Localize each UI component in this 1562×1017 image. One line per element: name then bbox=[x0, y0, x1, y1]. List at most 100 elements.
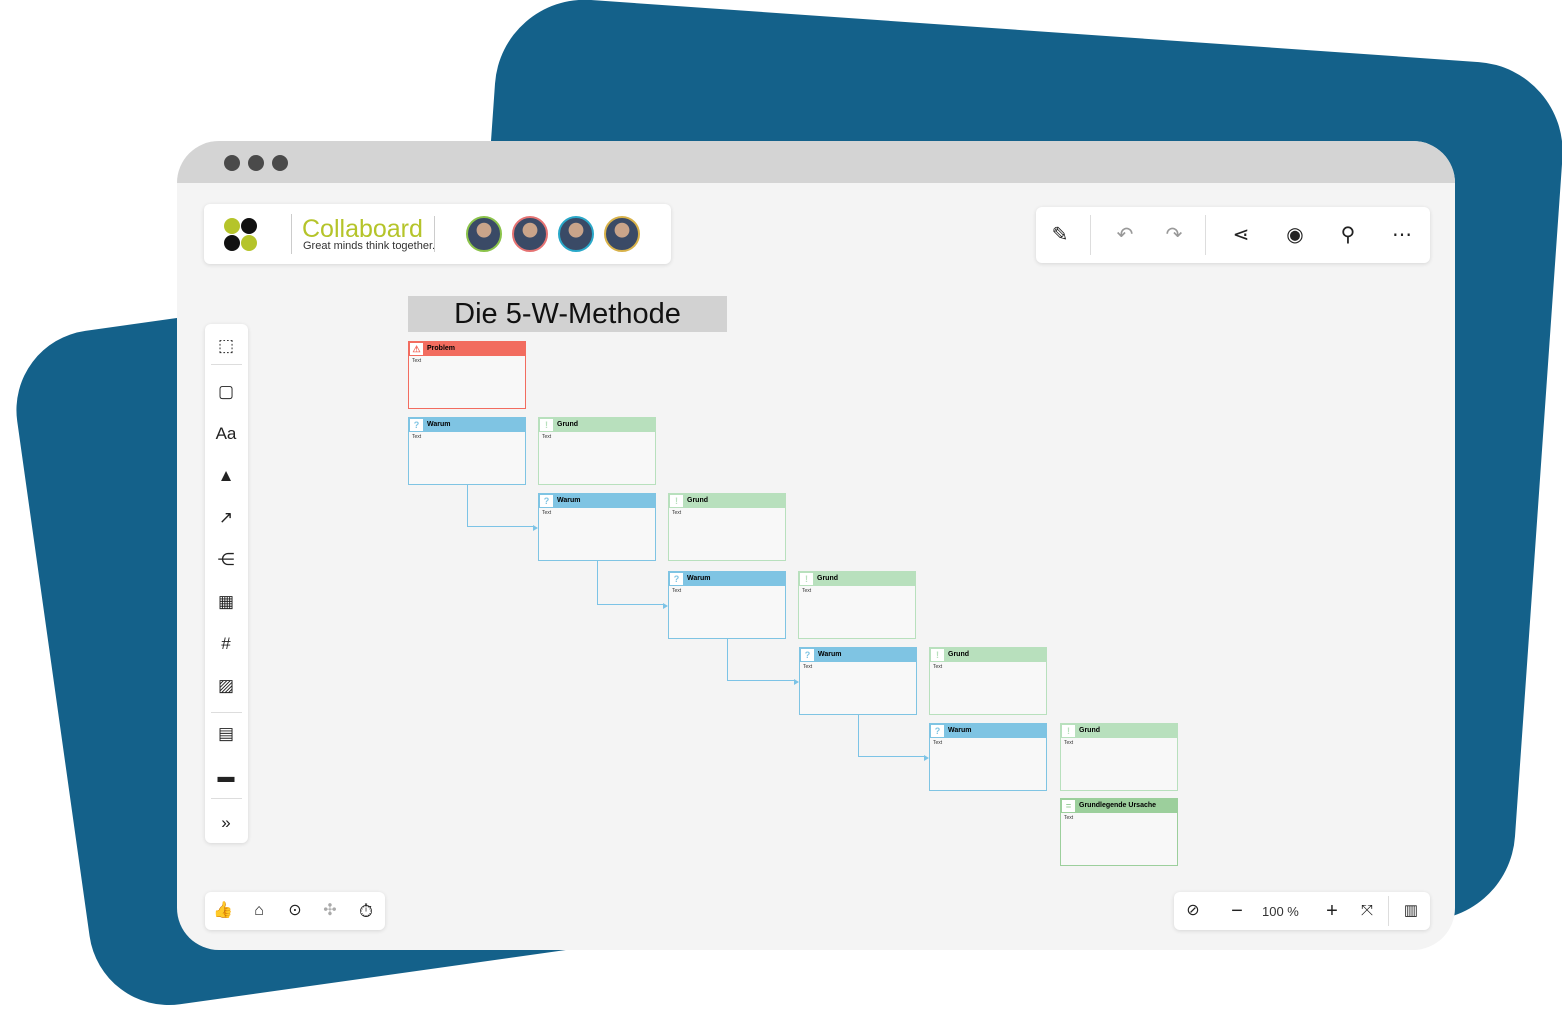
card-text[interactable]: Text bbox=[802, 588, 812, 594]
card-label: Grund bbox=[948, 651, 969, 658]
card-header: !Grund bbox=[539, 418, 655, 432]
compass-icon[interactable]: ⊘ bbox=[1186, 902, 1200, 919]
card-header: ⚠Problem bbox=[409, 342, 525, 356]
frame-icon[interactable]: # bbox=[221, 634, 231, 653]
card-header: ?Warum bbox=[930, 724, 1046, 738]
redo-icon[interactable]: ↷ bbox=[1165, 224, 1183, 246]
grund-symbol-icon: ! bbox=[800, 573, 813, 585]
table-icon[interactable]: ▦ bbox=[217, 592, 235, 611]
focus-icon[interactable]: ⊙ bbox=[288, 902, 302, 919]
card-text[interactable]: Text bbox=[933, 740, 943, 746]
attention-icon[interactable]: ✣ bbox=[323, 902, 337, 919]
title-bar bbox=[177, 141, 1455, 183]
card-text[interactable]: Text bbox=[933, 664, 943, 670]
card-text[interactable]: Text bbox=[803, 664, 813, 670]
window-dot[interactable] bbox=[248, 155, 264, 171]
canvas-title[interactable]: Die 5-W-Methode bbox=[408, 296, 727, 332]
select-frame-icon[interactable]: ⬚ bbox=[217, 336, 235, 355]
sticky-note-icon[interactable]: ▢ bbox=[217, 382, 235, 401]
text-icon[interactable]: Aa bbox=[215, 424, 237, 443]
card-text[interactable]: Text bbox=[542, 510, 552, 516]
card-header: ? Warum bbox=[539, 494, 655, 508]
top-toolbar: ✎ ↶ ↷ ⋖ ◉ ⚲ ⋯ bbox=[1036, 207, 1430, 263]
zoom-out-icon[interactable]: − bbox=[1231, 900, 1243, 922]
card-text[interactable]: Text bbox=[412, 434, 422, 440]
window-dot[interactable] bbox=[224, 155, 240, 171]
card-label: Warum bbox=[427, 421, 451, 428]
card-text[interactable]: Text bbox=[1064, 740, 1074, 746]
brand-name: Collaboard bbox=[302, 215, 423, 243]
card-header: ? Warum bbox=[800, 648, 916, 662]
warum-symbol-icon: ? bbox=[670, 573, 683, 585]
follow-user-icon[interactable]: ◉ bbox=[1286, 224, 1304, 246]
comment-icon[interactable]: ▬ bbox=[217, 767, 235, 786]
arrowhead-icon bbox=[663, 602, 668, 609]
card-label: Grund bbox=[1079, 727, 1100, 734]
presentation-icon[interactable]: ⌂ bbox=[254, 902, 264, 919]
zoom-in-icon[interactable]: + bbox=[1326, 900, 1338, 922]
connector-line[interactable] bbox=[467, 485, 534, 527]
card-label: Warum bbox=[557, 497, 581, 504]
window-dot[interactable] bbox=[272, 155, 288, 171]
expand-icon[interactable]: » bbox=[221, 813, 231, 832]
more-icon[interactable]: ⋯ bbox=[1392, 224, 1412, 246]
media-icon[interactable]: ▨ bbox=[217, 676, 235, 695]
card-text[interactable]: Text bbox=[412, 358, 422, 364]
warum-symbol-icon: ? bbox=[801, 649, 814, 661]
warum-symbol-icon: ? bbox=[540, 495, 553, 507]
card-label: Grund bbox=[817, 575, 838, 582]
browser-window: Collaboard Great minds think together. ✎… bbox=[177, 141, 1455, 950]
card-label: Grund bbox=[687, 497, 708, 504]
arrowhead-icon bbox=[533, 524, 538, 531]
connector-line[interactable] bbox=[597, 561, 664, 605]
thumbs-up-icon[interactable]: 👍 bbox=[213, 902, 233, 919]
share-icon[interactable]: ⋖ bbox=[1232, 224, 1250, 246]
connector-line[interactable] bbox=[727, 639, 795, 681]
fit-screen-icon[interactable]: ⤧ bbox=[1360, 902, 1373, 919]
card-text[interactable]: Text bbox=[672, 588, 682, 594]
grund-symbol-icon: ! bbox=[1062, 725, 1075, 737]
undo-icon[interactable]: ↶ bbox=[1116, 224, 1134, 246]
card-header: ? Warum bbox=[409, 418, 525, 432]
pen-sparkle-icon[interactable]: ✎ bbox=[1051, 224, 1069, 246]
card-header: ! Grund bbox=[1061, 724, 1177, 738]
warum-symbol-icon: ? bbox=[410, 419, 423, 431]
mindmap-icon[interactable]: ⋲ bbox=[217, 550, 235, 569]
user-avatar[interactable] bbox=[604, 216, 640, 252]
template-icon[interactable]: ▤ bbox=[217, 724, 235, 743]
search-icon[interactable]: ⚲ bbox=[1340, 224, 1356, 246]
root-symbol-icon: = bbox=[1062, 800, 1075, 812]
problem-symbol-icon: ⚠ bbox=[410, 343, 423, 355]
card-label: Grundlegende Ursache bbox=[1079, 802, 1157, 809]
connector-icon[interactable]: ↗ bbox=[218, 508, 234, 527]
grund-symbol-icon: ! bbox=[931, 649, 944, 661]
user-avatar[interactable] bbox=[512, 216, 548, 252]
card-text[interactable]: Text bbox=[1064, 815, 1074, 821]
arrowhead-icon bbox=[794, 678, 799, 685]
user-avatar[interactable] bbox=[558, 216, 594, 252]
map-icon[interactable]: ▥ bbox=[1403, 902, 1419, 919]
card-text[interactable]: Text bbox=[672, 510, 682, 516]
card-label: Grund bbox=[557, 421, 578, 428]
timer-icon[interactable]: ⏱ bbox=[358, 901, 374, 921]
card-header: = Grundlegende Ursache bbox=[1061, 799, 1177, 813]
arrowhead-icon bbox=[924, 754, 929, 761]
shapes-icon[interactable]: ▲ bbox=[217, 466, 235, 485]
card-header: ! Grund bbox=[799, 572, 915, 586]
card-label: Warum bbox=[818, 651, 842, 658]
user-avatar[interactable] bbox=[466, 216, 502, 252]
card-text[interactable]: Text bbox=[542, 434, 552, 440]
connector-line[interactable] bbox=[858, 715, 925, 757]
